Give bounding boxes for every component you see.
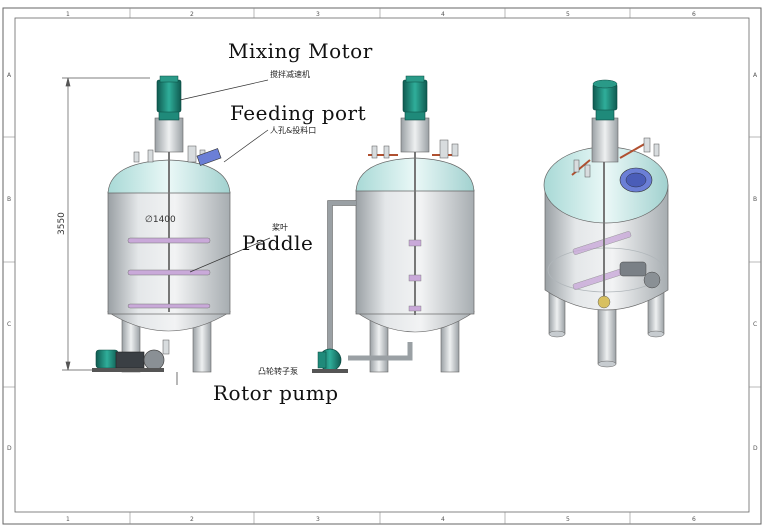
- rotor-pump: [619, 261, 661, 289]
- mixing-motor: [156, 79, 182, 113]
- col-label: 5: [566, 516, 570, 523]
- frame-row-labels-right: A B C D: [753, 72, 758, 452]
- frame-column-labels-top: 1 2 3 4 5 6: [66, 11, 696, 18]
- tank-front-view: ∅1400: [92, 75, 232, 373]
- frame-column-labels-bottom: 1 2 3 4 5 6: [66, 516, 696, 523]
- col-label: 2: [190, 516, 194, 523]
- tank-side-view: [312, 75, 475, 373]
- mixing-motor: [402, 79, 428, 113]
- row-label: A: [753, 72, 758, 79]
- frame-row-labels-left: A B C D: [7, 72, 12, 452]
- row-label: C: [753, 321, 757, 328]
- col-label: 4: [441, 11, 445, 18]
- diameter-label: ∅1400: [145, 215, 176, 225]
- col-label: 1: [66, 516, 70, 523]
- row-label: B: [7, 196, 11, 203]
- label-rotor-pump: Rotor pump: [213, 381, 339, 405]
- feeding-port: [196, 148, 222, 166]
- gearbox: [154, 117, 184, 153]
- bottom-head: [106, 311, 232, 332]
- leader-lines: [176, 79, 271, 385]
- row-label: D: [7, 445, 12, 452]
- col-label: 1: [66, 11, 70, 18]
- label-rotor-pump-cn: 凸轮转子泵: [258, 366, 298, 376]
- rotor-pump: [312, 348, 348, 373]
- col-label: 2: [190, 11, 194, 18]
- label-feeding-port: Feeding port: [230, 101, 366, 125]
- row-label: B: [753, 196, 757, 203]
- gearbox: [400, 117, 430, 153]
- col-label: 3: [316, 11, 320, 18]
- col-label: 5: [566, 11, 570, 18]
- rotor-pump: [92, 339, 170, 372]
- height-dimension: [62, 77, 150, 371]
- label-feeding-port-cn: 人孔&投料口: [270, 125, 316, 135]
- col-label: 3: [316, 516, 320, 523]
- row-label: A: [7, 72, 12, 79]
- drawing-frame: 1 2 3 4 5 6 1 2 3 4 5 6 A B C D A B C D: [2, 7, 762, 525]
- label-mixing-motor-cn: 搅拌减速机: [270, 69, 310, 79]
- tank-isometric-view: [543, 79, 669, 368]
- height-dimension-label: 3550: [57, 212, 67, 235]
- circulation-pipe: [327, 200, 413, 361]
- label-paddle: Paddle: [242, 231, 313, 255]
- row-label: C: [7, 321, 11, 328]
- label-paddle-cn: 桨叶: [272, 222, 288, 232]
- col-label: 6: [692, 11, 696, 18]
- gearbox: [591, 117, 619, 163]
- col-label: 4: [441, 516, 445, 523]
- label-mixing-motor: Mixing Motor: [228, 39, 373, 63]
- row-label: D: [753, 445, 758, 452]
- paddle-blades: [127, 237, 211, 309]
- col-label: 6: [692, 516, 696, 523]
